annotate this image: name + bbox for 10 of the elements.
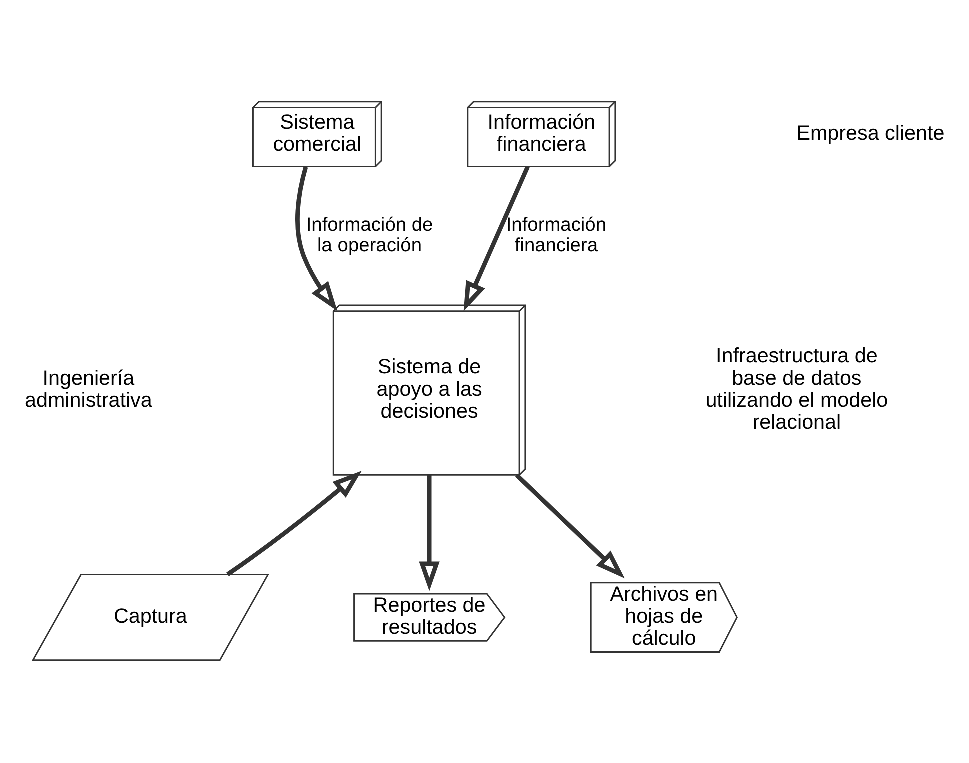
arrow (419, 475, 440, 592)
arrow (515, 474, 625, 579)
arrow (296, 166, 338, 312)
label: Ingeniería administrativa (25, 366, 152, 412)
edge-label: Información de la operación (306, 214, 434, 257)
edge-label: Información financiera (506, 214, 607, 257)
label: Empresa cliente (796, 122, 945, 145)
arrow (226, 471, 362, 576)
label: Infraestructura de base de datos utilizando el modelo relacional (706, 344, 888, 434)
arrow (464, 166, 530, 312)
